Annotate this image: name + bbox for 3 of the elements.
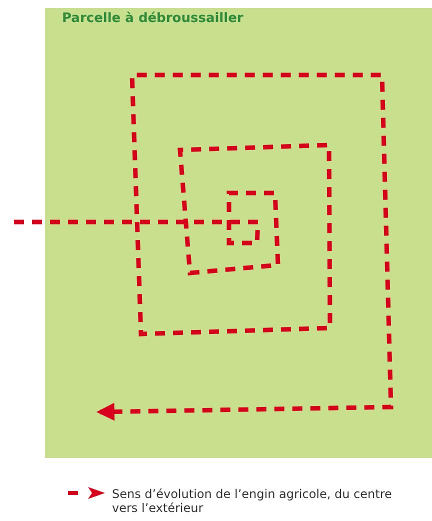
legend-text: Sens d’évolution de l’engin agricole, du centre vers l’extérieur <box>112 487 393 515</box>
field-title: Parcelle à débroussailler <box>62 11 244 26</box>
field-area <box>45 8 432 458</box>
